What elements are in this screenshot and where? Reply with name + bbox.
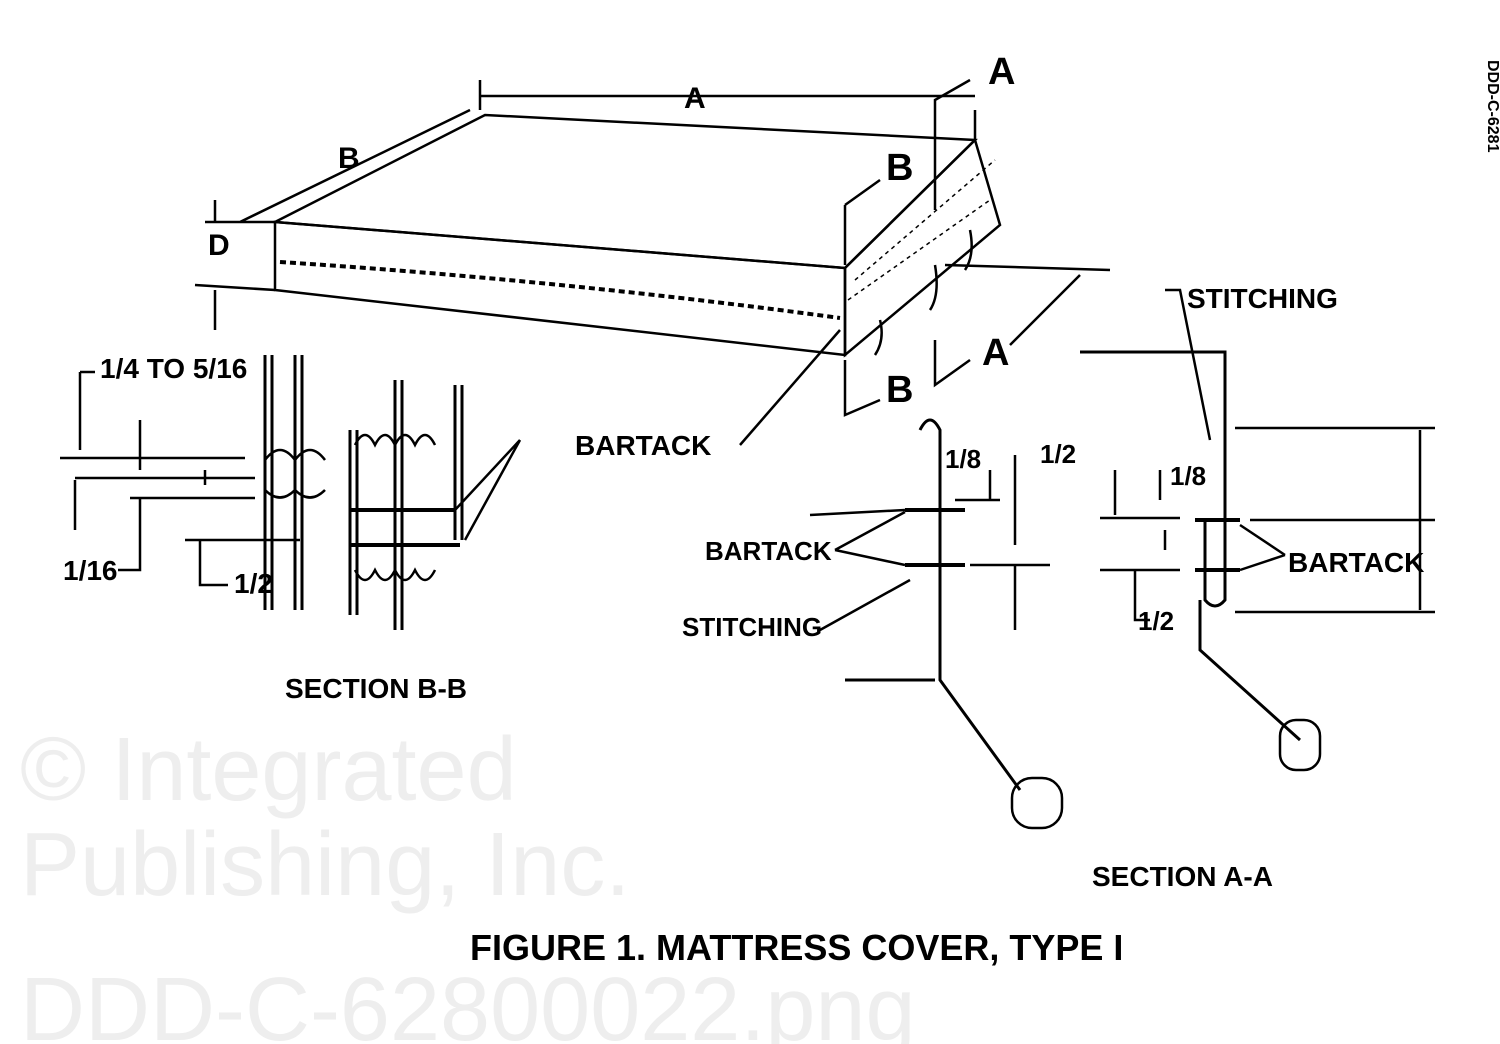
bartack-right-label: BARTACK [1288, 547, 1424, 578]
quarter-to-5-16-label: 1/4 TO 5/16 [100, 353, 247, 384]
section-a-bottom-label: A [982, 332, 1009, 374]
watermark-line2: Publishing, Inc. [20, 815, 630, 915]
one-sixteenth-label: 1/16 [63, 555, 118, 586]
watermark: © Integrated Publishing, Inc. DDD-C-6280… [20, 720, 916, 1044]
section-a-top-label: A [988, 51, 1015, 93]
watermark-line3: DDD-C-62800022.png [20, 960, 916, 1044]
watermark-line1: © Integrated [20, 720, 517, 820]
section-b-bottom-label: B [886, 369, 913, 411]
margin-code: DDD-C-6281 [1484, 60, 1500, 153]
dimension-b-label: B [338, 142, 360, 175]
section-aa-right-drawing [1080, 288, 1435, 772]
bartack-mid-label: BARTACK [705, 536, 832, 566]
stitching-mid-label: STITCHING [682, 612, 822, 642]
eighth-right-label: 1/8 [1170, 461, 1206, 491]
half-right-label: 1/2 [1138, 606, 1174, 636]
half-mid-label: 1/2 [1040, 439, 1076, 469]
figure-caption: FIGURE 1. MATTRESS COVER, TYPE I [470, 927, 1123, 968]
section-aa-middle-drawing [809, 418, 1064, 830]
eighth-mid-label: 1/8 [945, 444, 981, 474]
mattress-drawing [194, 78, 1111, 446]
section-b-top-label: B [886, 147, 913, 189]
stitching-right-label: STITCHING [1187, 283, 1338, 314]
dimension-d-label: D [208, 229, 230, 262]
dimension-a-label: A [684, 82, 706, 115]
section-bb-title: SECTION B-B [285, 673, 467, 704]
section-aa-title: SECTION A-A [1092, 861, 1273, 892]
section-bb-drawing [60, 355, 522, 630]
bartack-main-label: BARTACK [575, 430, 711, 461]
half-bb-label: 1/2 [234, 568, 273, 599]
